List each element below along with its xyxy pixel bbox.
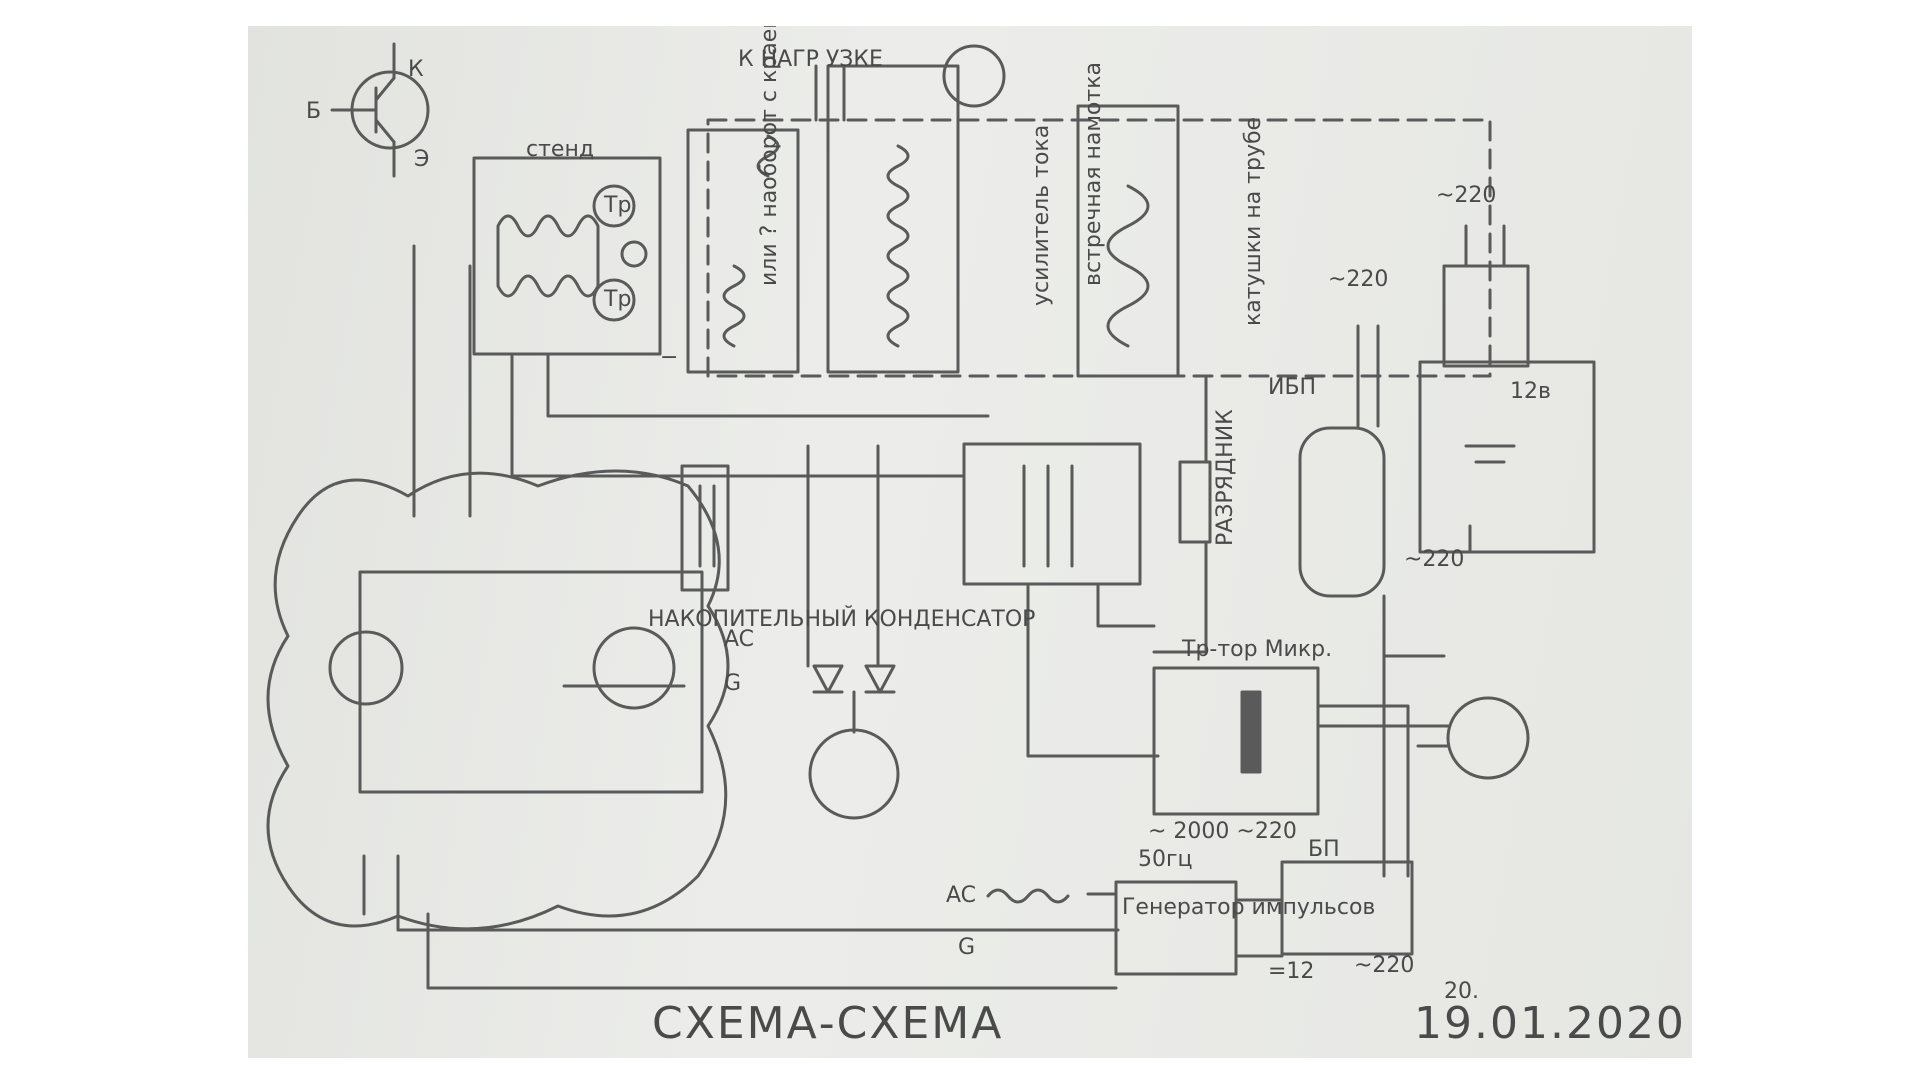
stand-hand-symbol-icon: [496, 214, 600, 298]
date-label: 19.01.2020: [1414, 998, 1686, 1049]
bp-label: БП: [1308, 837, 1340, 862]
hz50-label: 50гц: [1138, 847, 1193, 872]
coil-box-3: [1076, 104, 1180, 378]
stand-label: стенд: [526, 137, 594, 162]
bp-psu: [1280, 860, 1414, 956]
ground-right-icon: [1446, 696, 1530, 780]
circuit-diagram: К НАГР УЗКЕ стенд Тр Тр Б К Э − или ? на…: [266, 26, 1686, 1049]
battery-box: [1418, 360, 1596, 554]
coil-winding-3: [1106, 184, 1150, 348]
generator-label: Генератор импульсов: [1122, 895, 1375, 920]
counter-winding-label: встречная намотка: [1081, 62, 1106, 286]
storage-capacitor-box: [680, 464, 730, 592]
paper-photo: [248, 26, 1692, 1058]
load-label: К НАГР УЗКЕ: [738, 47, 883, 72]
coils-on-pipe-label: катушки на трубе: [1241, 117, 1266, 326]
ground-top-icon: [942, 44, 1006, 108]
transistor-tr-bottom-icon: [592, 278, 636, 322]
storage-cap-label: НАКОПИТЕЛЬНЫЙ КОНДЕНСАТОР: [648, 606, 1035, 632]
k-label: К: [408, 57, 424, 82]
stand-box: [472, 156, 662, 356]
spark-gap: [1178, 460, 1212, 544]
v12-label: 12в: [1510, 379, 1551, 404]
coil-box-1: [686, 128, 800, 374]
plus-terminal-icon: [620, 240, 648, 268]
igbt-left-icon: [328, 630, 404, 706]
transistor-symbol-icon: [330, 42, 430, 178]
ups-label: ИБП: [1268, 375, 1316, 400]
date-top-label: 20.: [1444, 979, 1479, 1004]
coil-winding-1: [722, 134, 780, 348]
psu-transformer-box: [1442, 264, 1530, 368]
diagram-title: СХЕМА-СХЕМА: [652, 998, 1003, 1049]
current-amp-label: усилитель тока: [1029, 125, 1054, 306]
transformer-label: Тр-тор Микр.: [1181, 637, 1332, 662]
ac-igbt-label: AC: [724, 627, 754, 652]
center-note: или ? наоборот с краев к центру: [757, 26, 782, 286]
v220-a-label: ~220: [1328, 267, 1388, 292]
diode-left-icon: [812, 664, 844, 694]
minus-label: −: [660, 345, 678, 370]
pulse-generator: [1114, 880, 1238, 976]
diode-right-icon: [864, 664, 896, 694]
circuit-wires: [362, 224, 1506, 990]
capacitor-bank: [962, 442, 1142, 586]
igbt-inner-box: [358, 570, 704, 794]
tr-top-label: Тр: [603, 193, 631, 218]
coil-box-2: [826, 64, 960, 374]
coil-winding-2: [886, 144, 910, 348]
v2000-label: ~ 2000 ~220: [1148, 819, 1297, 844]
ac-line-label: AC: [946, 883, 976, 908]
ground-bottom-icon: [808, 728, 900, 820]
b-label: Б: [306, 99, 321, 124]
e-label: Э: [414, 147, 429, 172]
micro-transformer: [1152, 666, 1320, 816]
g-igbt-label: G: [724, 671, 741, 696]
igbt-module-cloud: [266, 469, 730, 931]
g-line-label: G: [958, 935, 975, 960]
spark-gap-label: РАЗРЯДНИК: [1213, 409, 1238, 546]
ups-block: [1298, 426, 1386, 598]
dc12-label: =12: [1268, 959, 1314, 984]
v220-b-label: ~220: [1436, 183, 1496, 208]
tr-bottom-label: Тр: [603, 287, 631, 312]
transistor-tr-top-icon: [592, 184, 636, 228]
v220-c-label: ~220: [1404, 547, 1464, 572]
igbt-right-icon: [592, 626, 676, 710]
ac-waveform-icon: [986, 888, 1070, 904]
ac220-bottom-label: ~220: [1354, 953, 1414, 978]
